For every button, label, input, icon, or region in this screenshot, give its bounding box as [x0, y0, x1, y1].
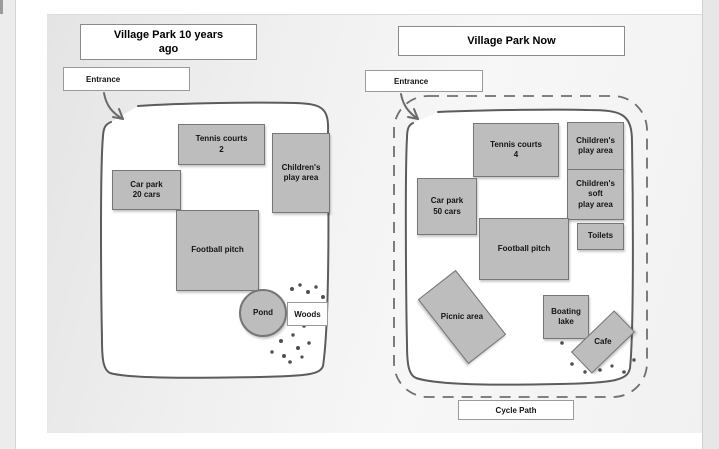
map-now-title: Village Park Now — [398, 26, 625, 56]
map-before-entrance-label: Entrance — [63, 67, 190, 91]
before-pond: Pond — [239, 289, 287, 337]
map-now-entrance-label: Entrance — [365, 70, 483, 92]
now-football-pitch: Football pitch — [479, 218, 569, 280]
now-cafe-label: Cafe — [594, 336, 612, 346]
before-football-pitch: Football pitch — [176, 210, 259, 291]
now-toilets: Toilets — [577, 223, 624, 250]
before-car-park: Car park 20 cars — [112, 170, 181, 210]
now-car-park: Car park 50 cars — [417, 178, 477, 235]
left-page-margin — [0, 0, 16, 449]
before-tennis-courts: Tennis courts 2 — [178, 124, 265, 165]
right-scrollbar-track[interactable] — [702, 0, 719, 449]
now-childrens-play-area: Children's play area — [567, 122, 624, 170]
now-childrens-soft-play-area: Children's soft play area — [567, 169, 624, 220]
before-woods-label: Woods — [287, 302, 328, 326]
left-corner-notch — [0, 0, 3, 14]
now-boating-lake: Boating lake — [543, 295, 589, 339]
before-childrens-play-area: Children's play area — [272, 133, 330, 213]
now-tennis-courts: Tennis courts 4 — [473, 123, 559, 177]
map-before-title: Village Park 10 years ago — [80, 24, 257, 60]
now-picnic-area-label: Picnic area — [440, 311, 484, 321]
now-cycle-path-label: Cycle Path — [458, 400, 574, 420]
